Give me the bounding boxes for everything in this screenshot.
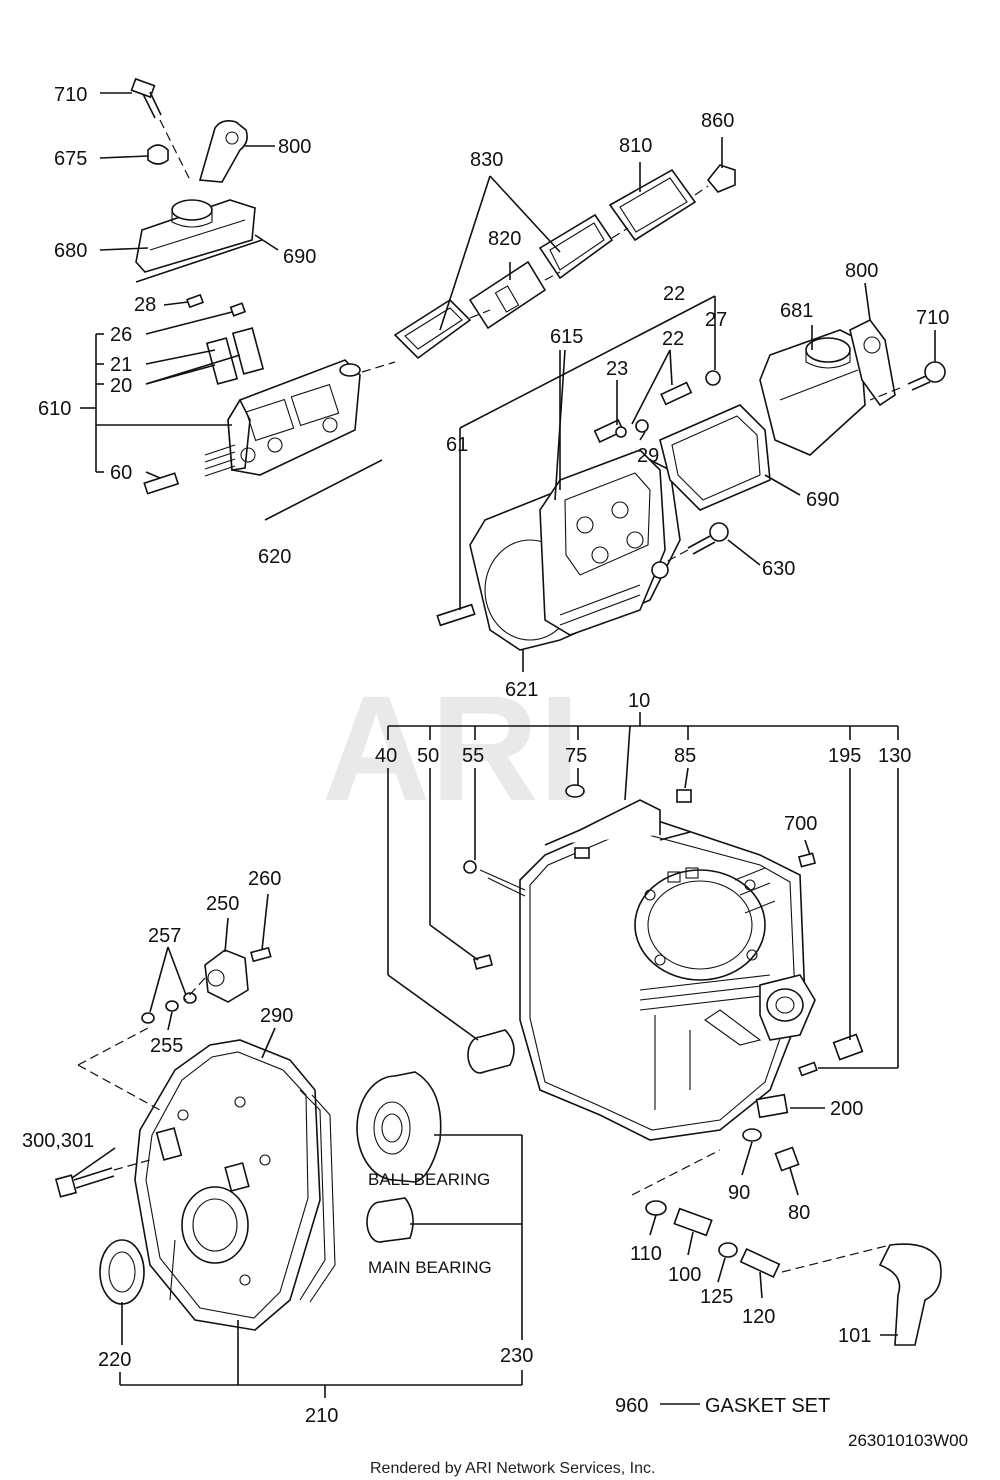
callout-250: 250 xyxy=(206,893,239,915)
callout-100: 100 xyxy=(668,1264,701,1286)
callout-255: 255 xyxy=(150,1035,183,1057)
callout-620: 620 xyxy=(258,546,291,568)
callout-257: 257 xyxy=(148,925,181,947)
callout-120: 120 xyxy=(742,1306,775,1328)
callout-28: 28 xyxy=(134,294,156,316)
main-bearing-label: MAIN BEARING xyxy=(368,1258,492,1277)
washer-675-drawing xyxy=(147,144,169,165)
footer-credit: Rendered by ARI Network Services, Inc. xyxy=(370,1460,655,1477)
callout-210: 210 xyxy=(305,1405,338,1427)
callout-27: 27 xyxy=(705,309,727,331)
callout-710b: 710 xyxy=(916,307,949,329)
callout-675: 675 xyxy=(54,148,87,170)
oil-drain-assembly xyxy=(645,1200,942,1346)
callout-85: 85 xyxy=(674,745,696,767)
callout-800a: 800 xyxy=(278,136,311,158)
rocker-cover-681-assembly xyxy=(759,318,946,456)
callout-195: 195 xyxy=(828,745,861,767)
watermark: ARI xyxy=(322,664,580,832)
gasket-830b-drawing xyxy=(538,213,614,280)
callout-22a: 22 xyxy=(663,283,685,305)
gasket-set-label: GASKET SET xyxy=(705,1395,830,1417)
cylinder-head-610-assembly xyxy=(143,293,396,521)
callout-710a: 710 xyxy=(54,84,87,106)
callout-300-301: 300,301 xyxy=(22,1130,94,1152)
callout-labels: 710 675 800 680 690 28 26 21 20 610 60 6… xyxy=(22,84,968,1477)
callout-830: 830 xyxy=(470,149,503,171)
hose-101-drawing xyxy=(878,1243,942,1346)
callout-810: 810 xyxy=(619,135,652,157)
callout-101: 101 xyxy=(838,1325,871,1347)
callout-610: 610 xyxy=(38,398,71,420)
callout-80: 80 xyxy=(788,1202,810,1224)
callout-690a: 690 xyxy=(283,246,316,268)
gasket-830a-drawing xyxy=(393,298,472,360)
callout-615: 615 xyxy=(550,326,583,348)
callout-130: 130 xyxy=(878,745,911,767)
callout-26: 26 xyxy=(110,324,132,346)
plug-860-drawing xyxy=(706,164,736,193)
callout-621: 621 xyxy=(505,679,538,701)
bolt-710b-drawing xyxy=(924,361,946,383)
callout-20: 20 xyxy=(110,375,132,397)
diagram-code: 263010103W00 xyxy=(848,1431,968,1450)
ball-bearing-label: BALL BEARING xyxy=(368,1170,490,1189)
callout-700: 700 xyxy=(784,813,817,835)
gasket-690-drawing xyxy=(135,239,263,283)
crankcase-10-assembly xyxy=(463,784,864,1196)
callout-21: 21 xyxy=(110,354,132,376)
bracket-800-drawing xyxy=(198,120,248,183)
callout-220: 220 xyxy=(98,1349,131,1371)
callout-55: 55 xyxy=(462,745,484,767)
callout-800b: 800 xyxy=(845,260,878,282)
callout-10: 10 xyxy=(628,690,650,712)
gasket-set-number: 960 xyxy=(615,1395,648,1417)
callout-22b: 22 xyxy=(662,328,684,350)
callout-680: 680 xyxy=(54,240,87,262)
plate-820-drawing xyxy=(468,260,547,330)
callout-60: 60 xyxy=(110,462,132,484)
callout-40: 40 xyxy=(375,745,397,767)
callout-820: 820 xyxy=(488,228,521,250)
callout-690b: 690 xyxy=(806,489,839,511)
callout-110: 110 xyxy=(630,1243,662,1265)
bearings xyxy=(356,1071,442,1243)
callout-290: 290 xyxy=(260,1005,293,1027)
callout-681: 681 xyxy=(780,300,813,322)
callout-860: 860 xyxy=(701,110,734,132)
callout-200: 200 xyxy=(830,1098,863,1120)
callout-630: 630 xyxy=(762,558,795,580)
leader-lines xyxy=(71,92,936,1405)
callout-90: 90 xyxy=(728,1182,750,1204)
callout-29: 29 xyxy=(637,445,659,467)
crankcase-cover-210-assembly xyxy=(54,946,336,1331)
valve-cover-gaskets xyxy=(393,164,736,360)
rocker-cover-assembly xyxy=(130,77,263,283)
cylinder-head-615-assembly xyxy=(436,370,771,651)
callout-23: 23 xyxy=(606,358,628,380)
bolt-710-drawing xyxy=(130,77,191,181)
callout-75: 75 xyxy=(565,745,587,767)
callout-125: 125 xyxy=(700,1286,733,1308)
callout-230: 230 xyxy=(500,1345,533,1367)
callout-61: 61 xyxy=(446,434,468,456)
callout-50: 50 xyxy=(417,745,439,767)
callout-260: 260 xyxy=(248,868,281,890)
